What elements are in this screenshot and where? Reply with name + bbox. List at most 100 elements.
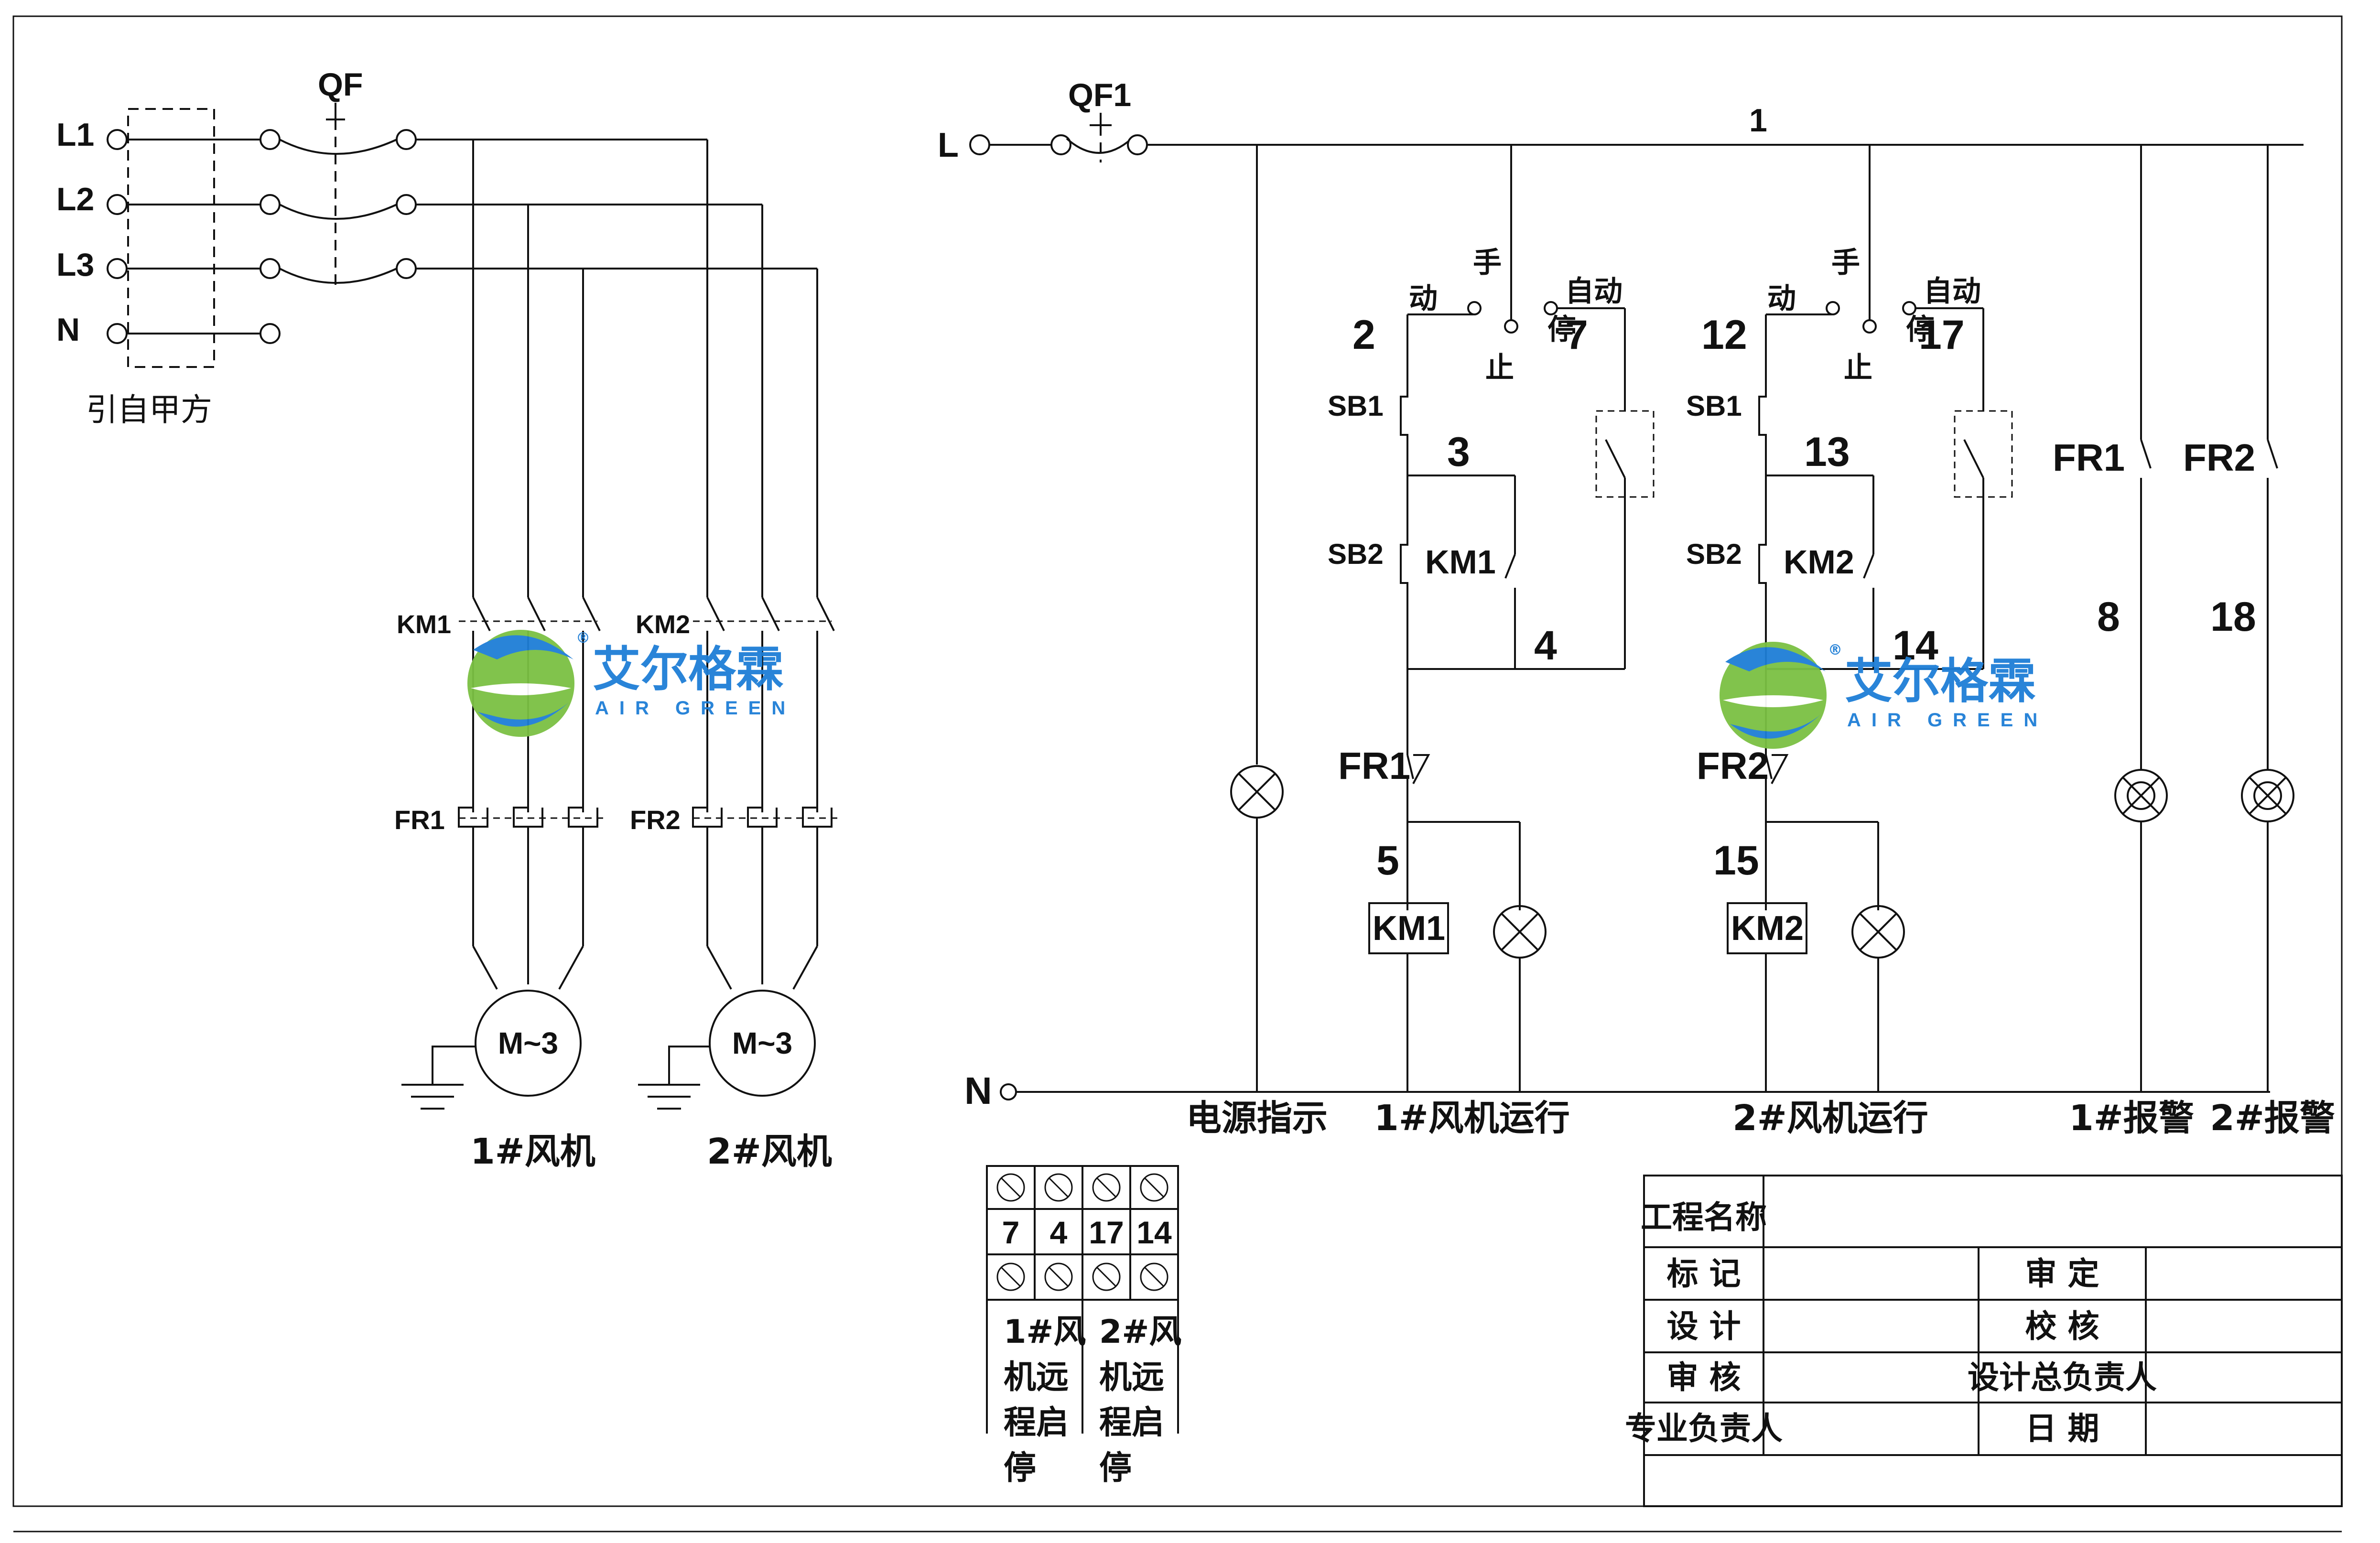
node-4-label: 4 — [1534, 623, 1557, 669]
breaker-qf1-label: QF1 — [1068, 77, 1131, 113]
power-indicator-label: 电源指示 — [1186, 1098, 1328, 1139]
remote-note-1-line-2: 机远 — [1004, 1359, 1069, 1396]
auto-label: 自动 — [1924, 275, 1981, 308]
logo-name-en: AIR GREEN — [1847, 710, 2048, 731]
remote-note-2-line-4: 停 — [1099, 1449, 1132, 1487]
logo-name-en: AIR GREEN — [595, 698, 796, 719]
motor-1-symbol — [475, 990, 582, 1097]
title-approve: 审 定 — [2025, 1255, 2099, 1292]
motor-2-type: M~3 — [732, 1026, 792, 1060]
relay-fr2-label: FR2 — [630, 805, 681, 835]
logo-name-cn: 艾尔格霖 — [1845, 653, 2036, 709]
fan-1-run-label: 1#风机运行 — [1374, 1098, 1570, 1139]
fr2-contact-label: FR2 — [1697, 745, 1769, 787]
title-design: 设 计 — [1667, 1308, 1741, 1345]
off-label: 停 — [1906, 313, 1935, 346]
fr1-contact-label: FR1 — [1338, 745, 1410, 787]
node-17-label: 17 — [1919, 312, 1965, 358]
title-project-name: 工程名称 — [1641, 1199, 1767, 1236]
neutral-label: N — [964, 1069, 992, 1112]
logo-reg-mark: ® — [576, 630, 590, 647]
contactor-km1-label: KM1 — [397, 610, 451, 639]
coil-km1 — [1368, 902, 1449, 954]
km2-aux-label: KM2 — [1784, 543, 1854, 581]
remote-note-2-line-1: 2#风 — [1099, 1313, 1181, 1351]
drawing-border — [12, 15, 2343, 1507]
alarm-1-contact-label: FR1 — [2053, 436, 2125, 479]
alarm-2: FR2 18 — [2183, 145, 2294, 1092]
ground-icon — [401, 1046, 476, 1110]
alarm-1-label: 1#报警 — [2069, 1098, 2194, 1139]
phase-label-l1: L1 — [56, 117, 94, 153]
control-circuit: L QF1 1 N 手 动 止 — [938, 77, 2335, 1139]
title-check: 校 核 — [2025, 1308, 2099, 1345]
branch-fan-1: 手 动 止 自动 停 7 2 SB1 3 KM1 SB2 4 FR1 — [1328, 145, 1655, 1092]
manual-label: 手 — [1473, 246, 1502, 280]
coil-km2-label: KM2 — [1731, 909, 1804, 948]
stop-label: 止 — [1485, 351, 1514, 385]
remote-note-2-line-3: 程启 — [1099, 1404, 1164, 1442]
logo-reg-mark: ® — [1828, 642, 1842, 658]
sb1-label: SB1 — [1328, 390, 1384, 422]
node-2-label: 2 — [1352, 312, 1375, 358]
auto-label: 自动 — [1565, 275, 1623, 308]
alarm-1-node-label: 8 — [2097, 594, 2120, 640]
node-1-label: 1 — [1749, 102, 1767, 139]
node-15-label: 15 — [1713, 838, 1759, 884]
alarm-2-label: 2#报警 — [2210, 1098, 2335, 1139]
terminal-7: 7 — [1002, 1215, 1020, 1250]
motor-1-name: 1#风机 — [470, 1131, 595, 1172]
node-13-label: 13 — [1804, 429, 1850, 475]
remote-note-1-line-1: 1#风 — [1004, 1313, 1086, 1351]
title-specialist: 专业负责人 — [1625, 1410, 1783, 1447]
alarm-2-node-label: 18 — [2210, 594, 2256, 640]
km1-aux-label: KM1 — [1425, 543, 1496, 581]
alarm-2-contact-label: FR2 — [2183, 436, 2255, 479]
terminal-block: 7 4 17 14 1#风 机远 程启 停 2#风 机远 程启 停 — [986, 1165, 1181, 1487]
phase-label-l2: L2 — [56, 181, 94, 217]
title-mark: 标 记 — [1667, 1255, 1741, 1292]
coil-km1-label: KM1 — [1373, 909, 1445, 948]
title-chief: 设计总负责人 — [1968, 1359, 2157, 1396]
sb1-label: SB1 — [1686, 390, 1742, 422]
contactor-km2-label: KM2 — [636, 610, 690, 639]
logo-name-cn: 艾尔格霖 — [593, 641, 784, 697]
manual-label: 手 — [1831, 246, 1860, 280]
live-label: L — [938, 126, 959, 164]
remote-note-1-line-4: 停 — [1004, 1449, 1036, 1487]
node-14-label: 14 — [1893, 623, 1938, 669]
supply-source-note: 引自甲方 — [86, 391, 212, 428]
relay-fr1-label: FR1 — [394, 805, 445, 835]
run-label: 动 — [1409, 282, 1438, 315]
fan-2-run-label: 2#风机运行 — [1732, 1098, 1928, 1139]
node-5-label: 5 — [1376, 838, 1399, 884]
sb2-label: SB2 — [1328, 538, 1384, 570]
motor-1-type: M~3 — [498, 1026, 558, 1060]
watermark-logo: ® 艾尔格霖 AIR GREEN — [1720, 642, 2048, 749]
node-3-label: 3 — [1447, 429, 1470, 475]
off-label: 停 — [1547, 313, 1576, 346]
phase-label-l3: L3 — [56, 247, 94, 283]
sb2-label: SB2 — [1686, 538, 1742, 570]
node-12-label: 12 — [1701, 312, 1747, 358]
title-block: 工程名称 标 记 设 计 审 核 专业负责人 审 定 校 核 设计总负责人 日 … — [1625, 1175, 2343, 1507]
node-7-label: 7 — [1565, 312, 1588, 358]
stop-label: 止 — [1844, 351, 1872, 385]
ground-icon — [638, 1046, 710, 1110]
terminal-17: 17 — [1089, 1215, 1124, 1250]
branch-fan-2: 手 动 止 自动 停 17 12 SB1 13 KM2 SB2 14 FR2 — [1686, 145, 2013, 1092]
terminal-4: 4 — [1050, 1215, 1068, 1250]
run-label: 动 — [1767, 282, 1796, 315]
remote-note-1-line-3: 程启 — [1004, 1404, 1069, 1442]
alarm-1: FR1 8 — [2053, 145, 2168, 1092]
motor-2-symbol — [709, 990, 816, 1097]
supply-dashed-box — [127, 108, 215, 368]
logo-icon — [467, 630, 574, 737]
title-date: 日 期 — [2025, 1410, 2099, 1447]
phase-label-n: N — [56, 312, 80, 348]
breaker-qf-label: QF — [318, 66, 363, 103]
terminal-14: 14 — [1136, 1215, 1172, 1250]
coil-km2 — [1727, 902, 1807, 954]
power-circuit: L1 L2 L3 N 引自甲方 QF — [56, 66, 841, 1172]
